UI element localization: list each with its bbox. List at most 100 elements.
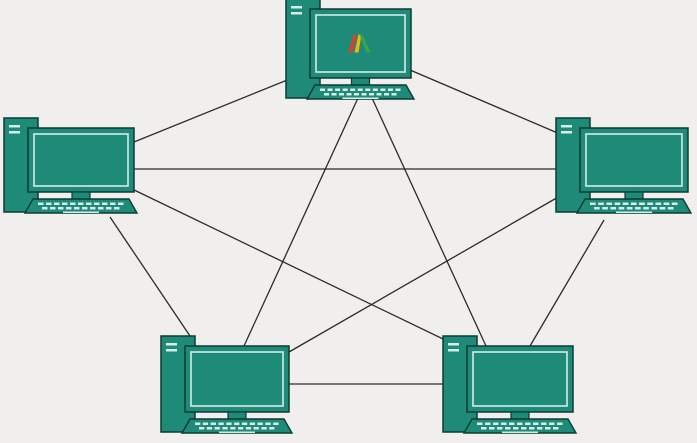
keyboard-key <box>249 422 256 425</box>
keyboard-key <box>50 207 56 210</box>
monitor-stand <box>510 411 530 420</box>
drive-slot <box>166 349 177 352</box>
keyboard-key <box>590 202 596 205</box>
keyboard-key <box>639 202 645 205</box>
keyboard-key <box>38 202 44 205</box>
keyboard-key <box>626 207 633 210</box>
drive-slot <box>9 131 20 134</box>
keyboard-key <box>369 93 374 96</box>
keyboard-key <box>222 427 228 430</box>
keyboard-key <box>655 202 662 205</box>
keyboard-key <box>365 88 371 91</box>
drive-slot <box>291 6 302 9</box>
keyboard-key <box>241 422 248 425</box>
keyboard-key <box>335 88 341 91</box>
link-computer-top-to-computer-bottom-right <box>371 97 487 347</box>
keyboard-key <box>618 207 625 210</box>
keyboard-key <box>257 422 263 425</box>
keyboard-key <box>477 422 483 425</box>
keyboard <box>180 418 294 434</box>
keyboard-key <box>361 93 367 96</box>
keyboard-key <box>114 207 120 210</box>
keyboard-key <box>384 93 389 96</box>
keyboard-key <box>195 422 201 425</box>
keyboard-key <box>339 93 344 96</box>
keyboard <box>305 84 416 100</box>
keyboard-key <box>663 202 670 205</box>
link-computer-right-to-computer-bottom-left <box>288 195 561 353</box>
keyboard-key <box>647 202 653 205</box>
keyboard-key <box>549 422 555 425</box>
spacebar <box>616 211 652 213</box>
link-computer-top-to-computer-left <box>133 69 313 143</box>
logo-stroke <box>359 34 371 53</box>
spacebar <box>63 211 99 213</box>
keyboard-key <box>70 202 76 205</box>
keyboard-key <box>376 93 382 96</box>
keyboard-key <box>521 427 527 430</box>
keyboard-key <box>86 202 92 205</box>
drive-slot <box>448 349 459 352</box>
keyboard-key <box>261 427 267 430</box>
spacebar <box>342 97 379 99</box>
keyboard-key <box>350 88 356 91</box>
keyboard-key <box>78 202 84 205</box>
keyboard-key <box>622 202 629 205</box>
keyboard-key <box>102 202 108 205</box>
keyboard-key <box>42 207 48 210</box>
keyboard-key <box>505 427 511 430</box>
drive-slot <box>561 131 572 134</box>
keyboard-key <box>493 422 499 425</box>
drive-slot <box>166 343 177 346</box>
keyboard-key <box>497 427 503 430</box>
keyboard <box>462 418 578 434</box>
keyboard-key <box>553 427 559 430</box>
link-computer-top-to-computer-right <box>409 69 561 135</box>
keyboard-key <box>372 88 378 91</box>
keyboard-key <box>273 422 279 425</box>
link-computer-top-to-computer-bottom-left <box>243 97 359 347</box>
keyboard-key <box>320 88 326 91</box>
keyboard-key <box>265 422 271 425</box>
keyboard-key <box>106 207 112 210</box>
keyboard-key <box>517 422 523 425</box>
keyboard-key <box>395 88 401 91</box>
keyboard-key <box>602 207 608 210</box>
monitor-stand <box>350 77 371 86</box>
drive-slot <box>291 12 302 15</box>
keyboard-key <box>529 427 535 430</box>
keyboard-key <box>557 422 563 425</box>
link-computer-left-to-computer-bottom-right <box>129 187 471 353</box>
spacebar <box>502 431 538 433</box>
drive-slot <box>561 125 572 128</box>
keyboard-key <box>357 88 363 91</box>
keyboard <box>575 198 693 214</box>
links-layer <box>109 69 605 385</box>
keyboard-key <box>387 88 393 91</box>
keyboard-key <box>98 207 104 210</box>
keyboard-key <box>671 202 678 205</box>
keyboard-key <box>82 207 88 210</box>
keyboard-key <box>485 422 491 425</box>
keyboard-key <box>206 427 213 430</box>
keyboard-key <box>234 422 240 425</box>
keyboard-key <box>54 202 60 205</box>
keyboard-key <box>342 88 348 91</box>
monitor-screen <box>190 351 284 407</box>
keyboard-key <box>541 422 547 425</box>
keyboard-key <box>214 427 220 430</box>
keyboard-key <box>667 207 674 210</box>
keyboard-key <box>525 422 531 425</box>
keyboard-key <box>66 207 72 210</box>
keyboard-key <box>238 427 244 430</box>
keyboard-key <box>594 207 600 210</box>
drive-slot <box>9 125 20 128</box>
keyboard-key <box>501 422 507 425</box>
keyboard-key <box>269 427 275 430</box>
link-computer-right-to-computer-bottom-right <box>529 219 605 347</box>
keyboard-key <box>58 207 64 210</box>
keyboard-key <box>90 207 96 210</box>
logo-stroke <box>348 34 357 53</box>
